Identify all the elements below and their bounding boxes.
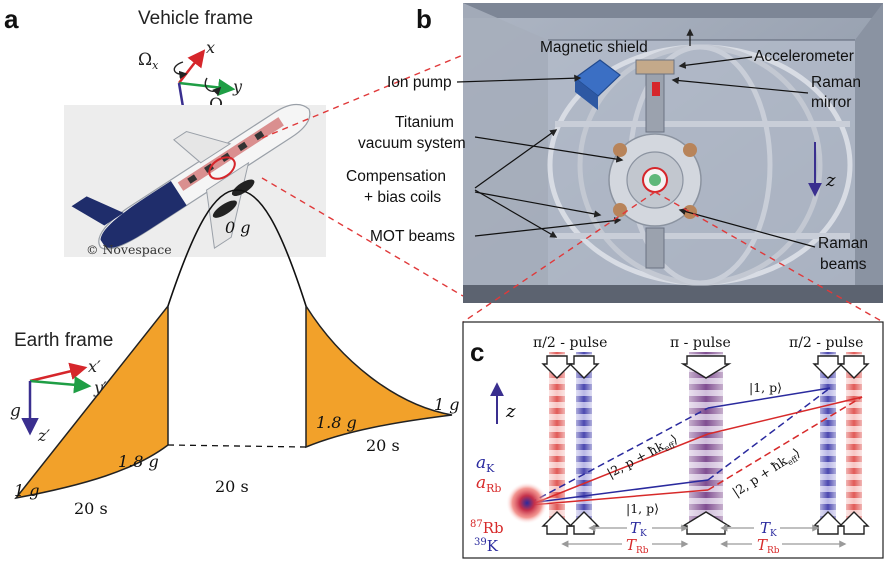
titanium-label-1: Titanium [395,114,454,131]
shield-base [463,285,883,303]
earth-frame-axes: Earth frame x′ y′ z′ g [10,330,113,445]
accelerometer-block [635,59,675,75]
earth-z-label: z′ [37,426,50,445]
interferometer-paths [529,387,863,506]
panel-c-label: c [470,337,484,367]
vehicle-frame-title: Vehicle frame [138,8,253,29]
panel-b-label: b [416,4,432,34]
beam-arrow-icon [541,355,870,535]
left-1.8g-label: 1.8 g [118,452,159,471]
left-1g-label: 1 g [14,481,40,500]
raman-beams-label-1: Raman [818,235,868,252]
shield-right-panel [855,3,883,303]
rb-lower-path-2 [707,396,863,491]
earth-x-label: x′ [88,357,101,376]
rb-upper-path-2 [707,396,863,435]
earth-y-label: y′ [93,378,107,397]
a-k-label: aK [476,453,495,475]
a-rb-label: aRb [476,473,501,495]
earth-g-label: g [10,401,21,421]
shield-top-edge [463,3,883,18]
titanium-label-2: vacuum system [358,135,466,152]
copyright-label: © Novespace [86,242,172,257]
k-upper-path-1 [529,407,709,504]
vehicle-x-label: x [206,38,215,57]
k39-label: 39K [474,537,499,555]
k-lower-path-1 [529,479,709,504]
connector-top [261,54,464,139]
panel-a: a Vehicle frame x y z Ωx Ωy [4,4,464,518]
right-accel-region [305,303,453,449]
time-brackets [561,524,847,548]
rb-upper-path-1 [529,433,709,506]
atom-cloud-icon [506,482,548,524]
t-rb-1-label: TRb [626,536,649,556]
pulse-mid-label: π - pulse [670,335,731,351]
right-1g-label: 1 g [434,395,460,414]
pulse-left-label: π/2 - pulse [533,335,607,351]
airplane-photo: © Novespace [64,103,326,257]
time-right-label: 20 s [366,436,400,455]
compensation-label-2: + bias coils [364,189,441,206]
connector-bottom [261,177,464,297]
left-accel-region [14,303,169,500]
zero-g-label: 0 g [225,218,251,237]
connector-c-left [462,191,656,323]
omega-x-label: Ωx [138,50,159,72]
panel-c-z-label: z [505,401,516,422]
rb-lower-path-1 [529,489,709,506]
middle-dashed-line [167,444,307,448]
accelerometer-label: Accelerometer [754,48,854,65]
vehicle-x-axis [178,49,206,84]
compensation-label-1: Compensation [346,168,446,185]
rotation-arrow-icon [173,61,188,80]
pulse-right-label: π/2 - pulse [789,335,863,351]
panel-b-z-label: z [825,170,836,191]
mot-beams-label: MOT beams [370,228,455,245]
state-upper-right-label: |1, p⟩ [749,380,782,395]
time-left-label: 20 s [74,499,108,518]
airplane-icon [71,103,311,250]
k-lower-path-2 [707,387,831,481]
parabola-diagram: 0 g 1 g 1 g 1.8 g 1.8 g 20 s 20 s 20 s [14,189,460,518]
t-k-1-label: TK [630,519,647,539]
k-upper-path-2 [707,387,831,409]
earth-frame-title: Earth frame [14,330,113,351]
right-1.8g-label: 1.8 g [316,413,357,432]
panel-c: c π/2 - pulse π - pulse π/2 - pulse [462,321,884,559]
t-k-2-label: TK [760,519,777,539]
time-middle-label: 20 s [215,477,249,496]
shield-left-panel [463,3,548,303]
earth-x-axis [29,362,88,383]
state-lower-mid-label: |1, p⟩ [626,501,659,516]
raman-beams-label-2: beams [820,256,867,273]
rb87-label: 87Rb [470,519,504,537]
ion-pump-label: Ion pump [387,74,452,91]
raman-mirror-label-2: mirror [811,94,851,111]
raman-mirror-label-1: Raman [811,74,861,91]
earth-y-axis [29,376,92,394]
vehicle-y-label: y [232,77,243,96]
panel-a-label: a [4,4,19,34]
rotation-arrow-icon [204,77,222,96]
magnetic-shield-label: Magnetic shield [540,39,648,56]
panel-b: b [346,3,884,323]
t-rb-2-label: TRb [757,536,780,556]
zero-g-arc [167,189,307,307]
